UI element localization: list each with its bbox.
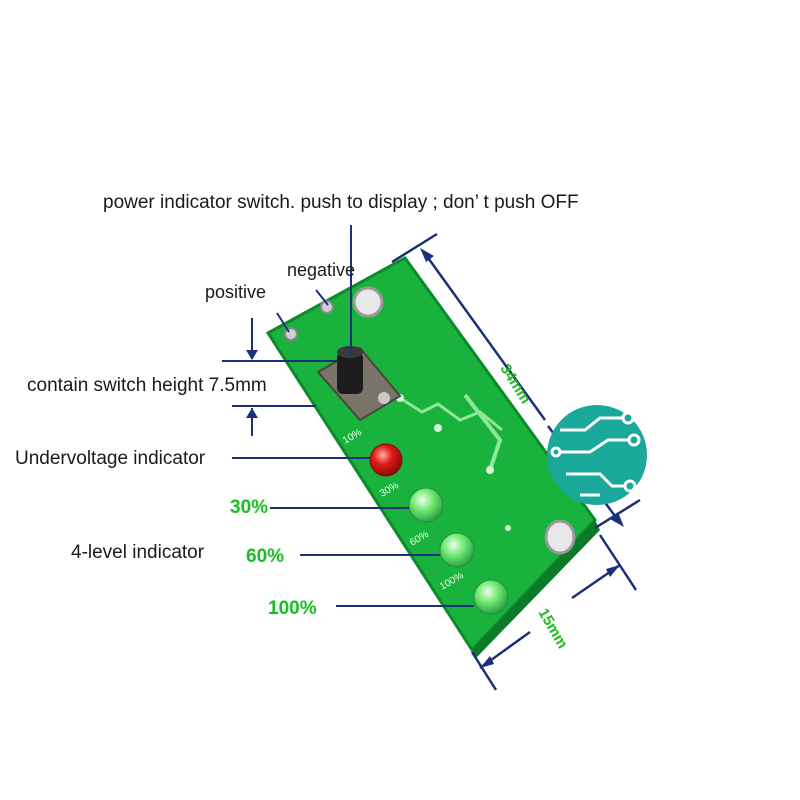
four-level-label: 4-level indicator bbox=[71, 542, 205, 563]
negative-pad bbox=[320, 300, 334, 314]
height-arrowhead-bottom bbox=[246, 408, 258, 418]
dim-15-arrowhead-left bbox=[480, 656, 494, 668]
led-60 bbox=[439, 532, 475, 568]
level-30-label: 30% bbox=[230, 497, 269, 518]
mounting-hole-top bbox=[352, 286, 384, 318]
negative-label: negative bbox=[287, 260, 356, 280]
callout-lines bbox=[222, 225, 474, 607]
undervoltage-led bbox=[369, 443, 403, 477]
led-30 bbox=[408, 487, 444, 523]
via bbox=[434, 424, 442, 432]
pcb-edge-shadow bbox=[472, 520, 600, 658]
positive-callout bbox=[276, 312, 290, 333]
circuit-logo-icon bbox=[547, 405, 647, 505]
dim-34-arrowhead-bottom bbox=[610, 512, 624, 527]
undervoltage-label: Undervoltage indicator bbox=[15, 448, 206, 469]
positive-label: positive bbox=[205, 282, 267, 302]
via bbox=[486, 466, 494, 474]
level-60-label: 60% bbox=[246, 546, 285, 567]
level-100-label: 100% bbox=[268, 598, 317, 619]
height-arrowhead-top bbox=[246, 350, 258, 360]
switch-height-label: contain switch height 7.5mm bbox=[27, 375, 267, 396]
power-switch-label: power indicator switch. push to display … bbox=[103, 192, 579, 213]
negative-callout bbox=[315, 289, 329, 306]
led-100 bbox=[473, 579, 509, 615]
dim-15-arrowhead-right bbox=[606, 565, 620, 577]
pcb-trace bbox=[399, 396, 503, 432]
pcb-trace bbox=[463, 393, 503, 471]
pcb-board bbox=[265, 256, 597, 653]
dim-34-arrowhead-top bbox=[420, 248, 434, 262]
via bbox=[505, 525, 511, 531]
mounting-hole-bottom bbox=[544, 519, 576, 555]
width-dimension: 15mm bbox=[535, 606, 571, 652]
tactile-switch bbox=[316, 346, 402, 422]
